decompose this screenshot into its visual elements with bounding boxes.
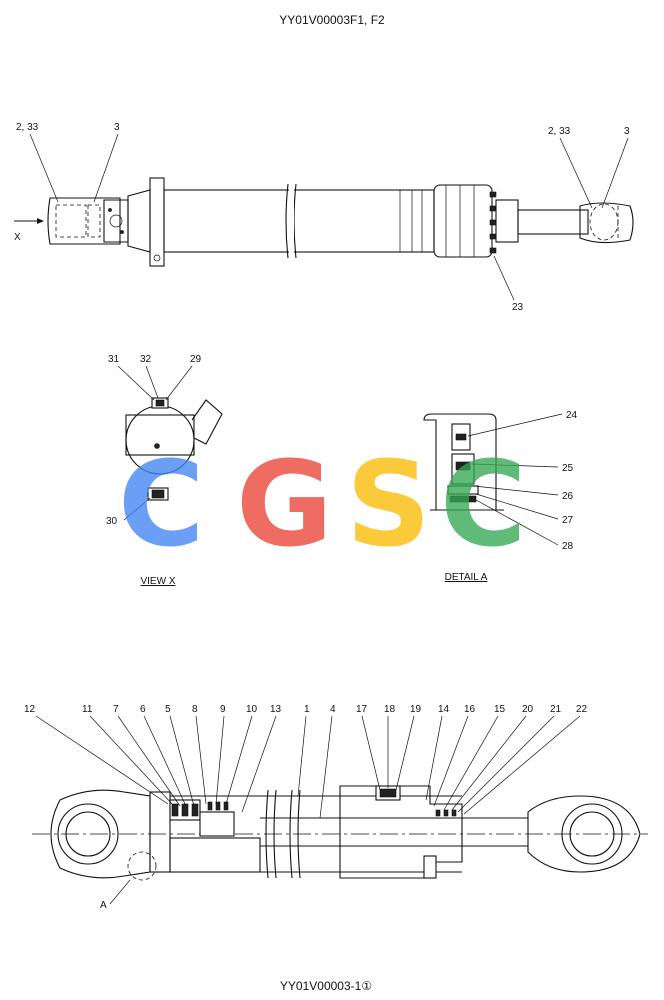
right-eye-outer-ring <box>561 803 623 865</box>
right-eye-inner-ring <box>569 811 615 857</box>
cylinder-section-view: A 12 <box>24 704 648 911</box>
label-15: 15 <box>494 704 506 715</box>
label-30: 30 <box>106 516 118 527</box>
detail-a-caption: DETAIL A <box>445 572 488 583</box>
view-x-center-hole <box>154 443 160 449</box>
watermark-letter-c2: C <box>440 435 527 573</box>
left-mount-bolt <box>109 214 123 228</box>
trunnion-bolt <box>153 254 161 262</box>
label-4: 4 <box>330 704 336 715</box>
right-eye-outline <box>527 795 641 873</box>
break-line-left <box>285 183 289 259</box>
gland-bolt-bottom <box>423 855 437 879</box>
gland-bolt-4 <box>489 233 497 240</box>
left-mount-dot-2 <box>120 230 124 234</box>
cylinder-external-view: X <box>14 122 634 313</box>
gland-head <box>433 184 493 258</box>
label-6: 6 <box>140 704 146 715</box>
rod-gland <box>339 785 463 879</box>
x-marker: X <box>14 232 21 243</box>
label-12: 12 <box>24 704 36 715</box>
label-11: 11 <box>82 704 93 715</box>
watermark-letter-g: G <box>236 435 333 573</box>
label-left-3: 3 <box>114 122 120 133</box>
detail-a-seat <box>447 485 479 495</box>
a-marker: A <box>100 900 107 911</box>
label-1: 1 <box>304 704 310 715</box>
gland-bolt-3 <box>489 219 497 226</box>
detail-a-ring <box>449 495 477 503</box>
break-line-right <box>293 183 297 259</box>
label-32: 32 <box>140 354 152 365</box>
watermark-letter-s: S <box>346 435 431 573</box>
label-19: 19 <box>410 704 422 715</box>
left-bushing-hidden <box>55 204 87 238</box>
label-5: 5 <box>165 704 171 715</box>
label-8: 8 <box>192 704 198 715</box>
footer-code: YY01V00003-1① <box>280 979 372 993</box>
view-x-caption: VIEW X <box>140 576 175 587</box>
view-x-block <box>125 414 195 456</box>
gland-bolt-5 <box>489 247 497 254</box>
watermark-letter-c1: C <box>118 435 205 573</box>
detail-a-circle <box>127 851 157 881</box>
label-18: 18 <box>384 704 396 715</box>
label-7: 7 <box>113 704 119 715</box>
label-17: 17 <box>356 704 368 715</box>
label-10: 10 <box>246 704 258 715</box>
gland-nose <box>495 199 519 243</box>
cylinder-tube <box>163 189 435 253</box>
gland-bolt-2 <box>489 205 497 212</box>
view-x-hose-bracket <box>191 399 223 445</box>
label-right-3: 3 <box>624 126 630 137</box>
label-24: 24 <box>566 410 578 421</box>
label-16: 16 <box>464 704 476 715</box>
lower-piston-body <box>169 837 261 873</box>
view-x-detail: 31 32 29 30 VIEW X <box>106 354 223 587</box>
piston-rod <box>517 209 589 235</box>
trunnion-plate <box>149 177 165 267</box>
label-28: 28 <box>562 541 574 552</box>
left-eye-inner-ring <box>65 811 111 857</box>
left-eye-outer-ring <box>57 803 119 865</box>
cylinder-head <box>149 791 171 873</box>
left-mount-block <box>103 199 129 243</box>
label-left-2-33: 2, 33 <box>16 122 39 133</box>
label-25: 25 <box>562 463 574 474</box>
gland-bolt-1 <box>489 191 497 198</box>
left-eye-outline <box>50 789 151 879</box>
watermark-logo: C G S C <box>118 435 527 573</box>
header-code: YY01V00003F1, F2 <box>279 13 385 27</box>
label-27: 27 <box>562 515 574 526</box>
left-bushing-hidden-2 <box>87 204 101 238</box>
label-31: 31 <box>108 354 120 365</box>
left-clevis <box>47 197 121 245</box>
x-arrow-head <box>37 218 44 224</box>
label-26: 26 <box>562 491 574 502</box>
detail-a-housing <box>423 413 497 511</box>
label-22: 22 <box>576 704 588 715</box>
label-9: 9 <box>220 704 226 715</box>
detail-a: 24 25 26 27 28 DETAIL A <box>423 410 578 583</box>
piston <box>199 811 235 837</box>
right-bushing-hidden <box>589 203 619 241</box>
label-21: 21 <box>550 704 562 715</box>
label-20: 20 <box>522 704 534 715</box>
tube-head-collar <box>127 189 151 253</box>
label-23: 23 <box>512 302 524 313</box>
left-mount-dot-1 <box>108 208 112 212</box>
label-13: 13 <box>270 704 282 715</box>
label-right-2-33: 2, 33 <box>548 126 571 137</box>
label-29: 29 <box>190 354 202 365</box>
label-14: 14 <box>438 704 450 715</box>
